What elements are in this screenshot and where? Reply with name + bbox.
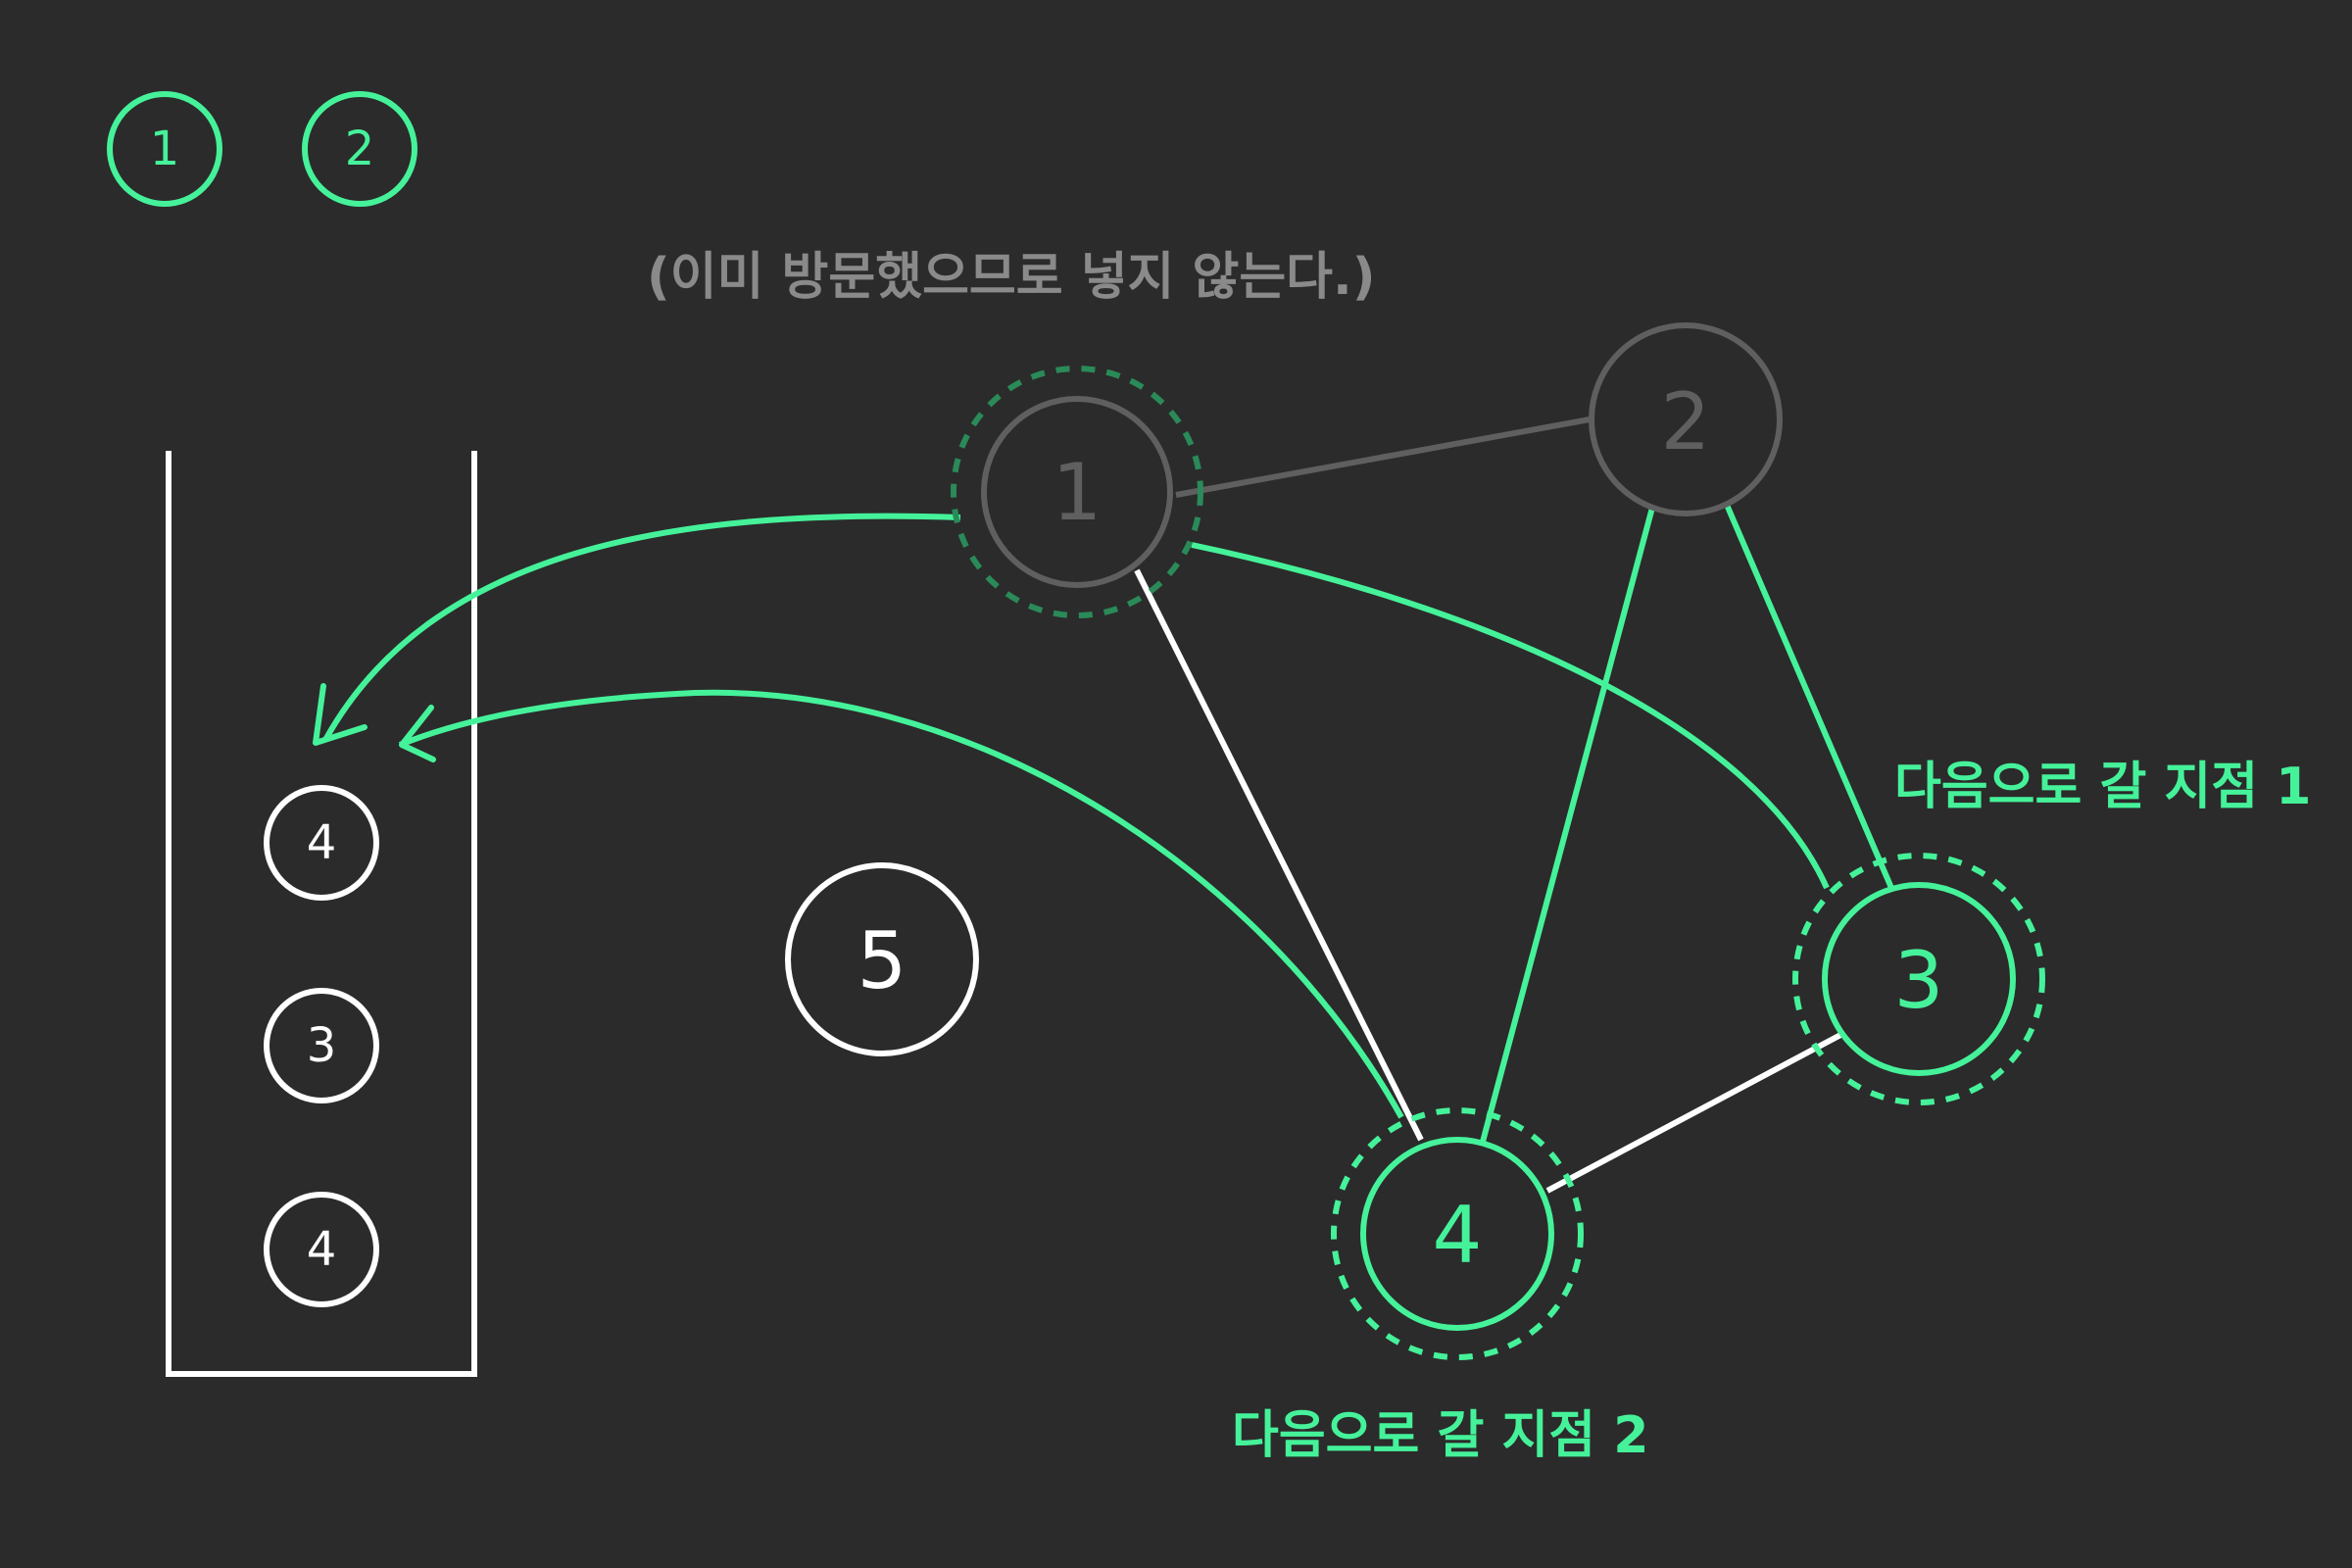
node-2: 2 bbox=[1589, 322, 1783, 516]
push-arrow-from-1 bbox=[322, 513, 961, 742]
visited-node-1-label: 1 bbox=[150, 122, 180, 176]
push-arrow-from-4-head bbox=[399, 705, 436, 762]
node-3-label: 3 bbox=[1894, 935, 1944, 1026]
next-point-1-label: 다음으로 갈 지점 1 bbox=[1894, 758, 2311, 816]
push-arrow-from-1-head bbox=[313, 683, 368, 746]
stack-item-middle-label: 3 bbox=[307, 1018, 337, 1073]
edge-2-4 bbox=[1480, 507, 1655, 1143]
node-5: 5 bbox=[785, 862, 979, 1056]
stack-item-top: 4 bbox=[264, 785, 379, 901]
node-2-label: 2 bbox=[1661, 376, 1711, 467]
stack-container bbox=[166, 451, 477, 1377]
edge-3-4 bbox=[1545, 1030, 1846, 1194]
already-visited-note: (이미 방문했으므로 넣지 않는다.) bbox=[647, 248, 1376, 307]
push-arrow-from-4 bbox=[398, 689, 1404, 1119]
node-4: 4 bbox=[1331, 1107, 1584, 1360]
next-point-2-label: 다음으로 갈 지점 2 bbox=[1232, 1406, 1648, 1465]
edge-2-3 bbox=[1724, 503, 1894, 890]
edge-1-2 bbox=[1175, 416, 1591, 498]
node-1: 1 bbox=[951, 366, 1203, 618]
edge-1-4 bbox=[1134, 568, 1424, 1142]
edge-1-3 bbox=[1191, 542, 1830, 890]
visited-node-1: 1 bbox=[107, 91, 222, 207]
stack-item-top-label: 4 bbox=[307, 815, 337, 870]
node-4-label: 4 bbox=[1433, 1190, 1483, 1281]
stack-item-bottom: 4 bbox=[264, 1192, 379, 1307]
visited-node-2: 2 bbox=[302, 91, 417, 207]
stack-item-bottom-label: 4 bbox=[307, 1222, 337, 1277]
node-5-label: 5 bbox=[858, 915, 907, 1006]
stack-item-middle: 3 bbox=[264, 988, 379, 1103]
node-3: 3 bbox=[1792, 853, 2045, 1105]
node-1-label: 1 bbox=[1053, 447, 1102, 538]
visited-node-2-label: 2 bbox=[345, 122, 375, 176]
